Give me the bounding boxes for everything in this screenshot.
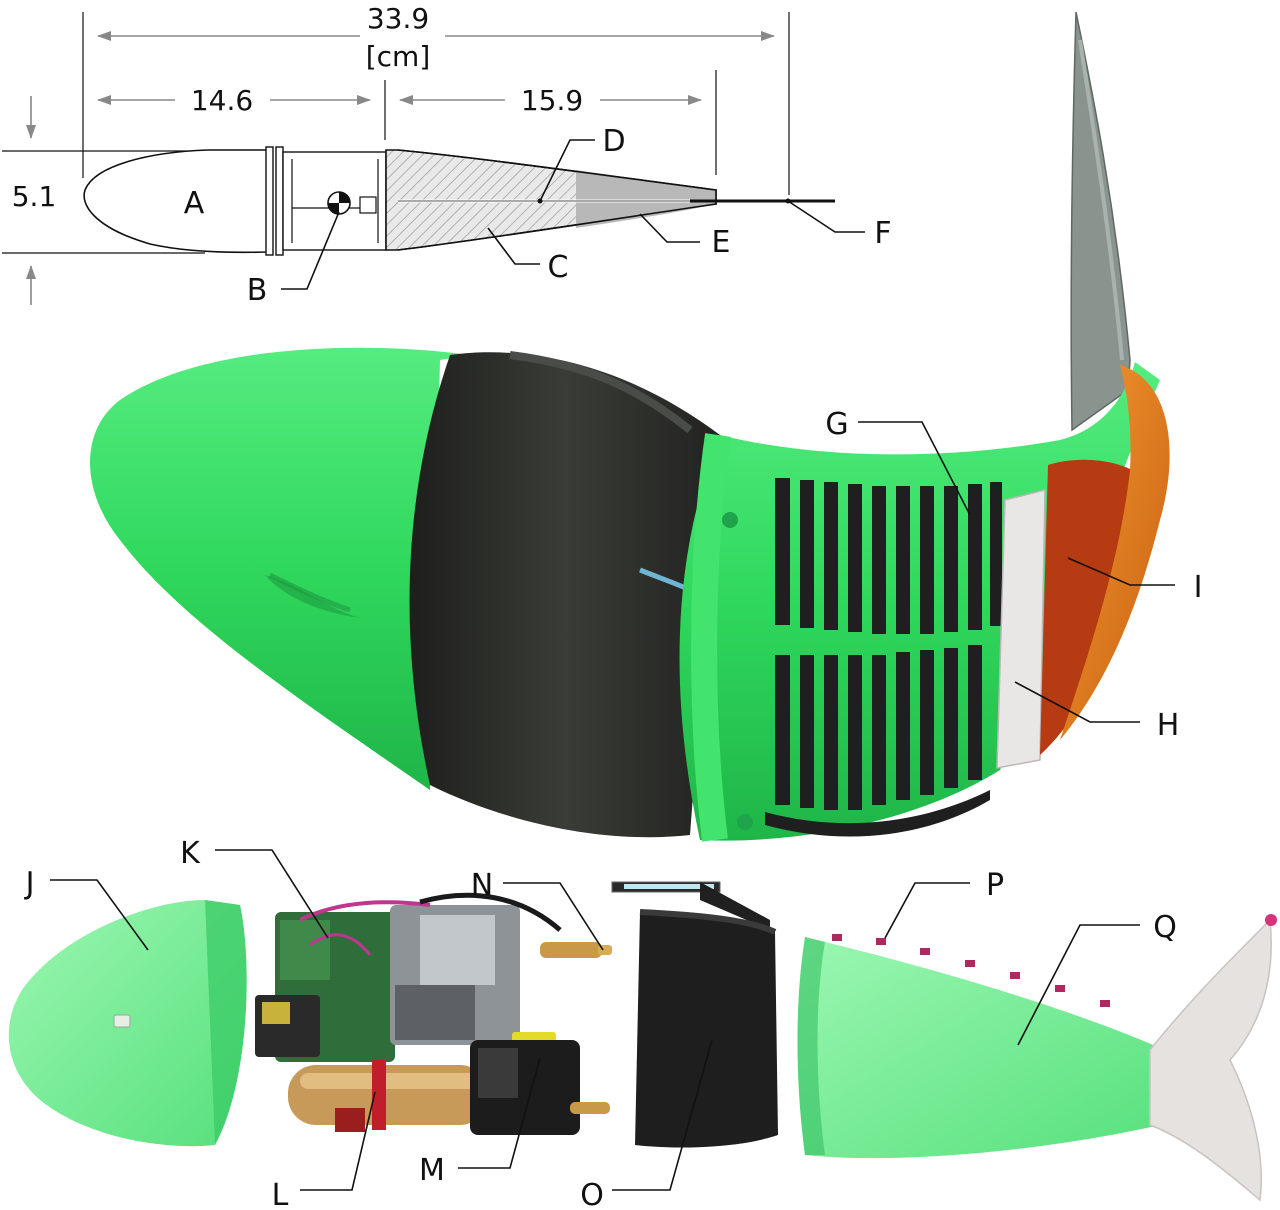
label-H: H <box>1157 708 1180 743</box>
robot-render: G I H <box>90 11 1203 842</box>
white-strip <box>996 489 1046 769</box>
exploded-view: J K L M N O P Q <box>8 836 1277 1210</box>
ring-1 <box>265 146 274 256</box>
tail-solid <box>576 170 716 228</box>
leader-G <box>858 421 971 516</box>
label-B: B <box>247 273 268 308</box>
band-ring <box>635 912 778 1148</box>
label-O: O <box>580 1178 604 1210</box>
label-M: M <box>419 1153 445 1188</box>
technical-drawing: 33.9 [cm] 14.6 15.9 5.1 <box>2 2 892 308</box>
grille <box>765 478 1002 837</box>
dim-unit: [cm] <box>366 40 431 73</box>
leader-K <box>215 849 329 939</box>
leader-D <box>539 139 595 202</box>
leader-E <box>639 213 700 243</box>
robot-band <box>409 352 720 838</box>
leader-F <box>787 200 865 233</box>
leader-O <box>612 1039 713 1191</box>
robot-head <box>90 347 470 790</box>
red-flap <box>1040 459 1140 755</box>
label-D: D <box>602 124 625 159</box>
robot-tail <box>679 362 1160 841</box>
dim-total: 33.9 <box>367 2 429 35</box>
fin-plate <box>1070 11 1131 432</box>
tail-pins <box>832 934 1110 1007</box>
dim-height: 5.1 <box>12 180 57 213</box>
label-C: C <box>548 250 569 285</box>
label-K: K <box>180 836 201 871</box>
head-outline <box>83 149 269 254</box>
label-P: P <box>986 868 1004 903</box>
label-F: F <box>874 216 891 251</box>
tail-fin <box>1149 918 1272 1202</box>
label-N: N <box>471 868 493 903</box>
label-J: J <box>24 866 35 901</box>
dim-front: 14.6 <box>191 84 253 117</box>
ring-2 <box>275 146 284 256</box>
label-L: L <box>272 1178 289 1210</box>
electronics-assembly <box>255 892 612 1135</box>
leader-J <box>50 879 149 951</box>
label-I: I <box>1194 570 1203 605</box>
orange-cap <box>1060 365 1170 740</box>
leader-C <box>487 227 540 265</box>
leader-P <box>884 882 970 939</box>
tail-shell <box>797 937 1168 1159</box>
label-G: G <box>825 407 848 442</box>
leader-B <box>281 211 340 290</box>
leader-N <box>503 882 604 951</box>
leader-Q <box>1017 924 1140 1046</box>
dim-tail: 15.9 <box>521 84 583 117</box>
leader-I <box>1067 557 1175 586</box>
leader-M <box>458 1057 541 1169</box>
label-E: E <box>712 225 731 260</box>
leader-L <box>300 1091 376 1191</box>
leader-H <box>1014 681 1140 723</box>
label-A: A <box>184 186 205 221</box>
label-Q: Q <box>1153 910 1177 945</box>
